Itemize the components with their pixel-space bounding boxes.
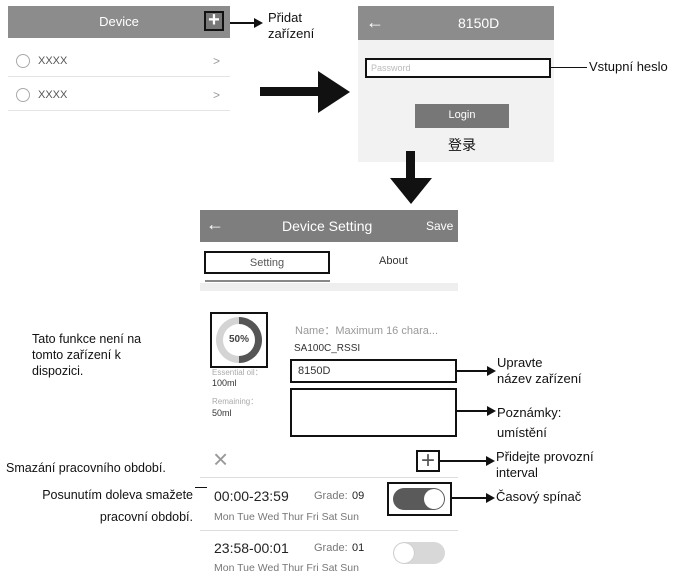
chevron-right-icon: >	[212, 54, 220, 68]
device-name-input[interactable]: 8150D	[290, 359, 457, 383]
arrow-head	[487, 366, 496, 376]
device-list-item[interactable]: XXXX >	[8, 48, 230, 77]
toggle-knob	[394, 543, 414, 563]
period-toggle-off[interactable]	[393, 542, 445, 564]
password-placeholder: Password	[371, 63, 411, 73]
period-toggle-on[interactable]	[393, 488, 445, 510]
oil-gauge-percent: 50%	[228, 334, 249, 345]
period-row[interactable]: 23:58-00:01 Grade: 01 Mon Tue Wed Thur F…	[200, 532, 458, 580]
device-list-item[interactable]: XXXX >	[8, 82, 230, 111]
remaining-label: Remaining：	[212, 397, 259, 406]
arrow-connector	[230, 22, 256, 24]
name-connector	[457, 370, 489, 372]
device-name-value: 8150D	[298, 365, 331, 377]
login-button-label: Login	[448, 109, 476, 121]
add-period-button[interactable]: +	[416, 447, 440, 474]
period-row[interactable]: 00:00-23:59 Grade: 09 Mon Tue Wed Thur F…	[200, 478, 458, 528]
settings-title: Device Setting	[282, 218, 373, 234]
device-icon	[16, 54, 30, 68]
chevron-right-icon: >	[212, 88, 220, 102]
device-list-title: Device	[99, 14, 139, 29]
remaining-value: 50ml	[212, 408, 232, 418]
period-time: 00:00-23:59	[214, 488, 289, 504]
oil-gauge-inner: 50%	[223, 324, 255, 356]
notes-input[interactable]	[290, 388, 457, 437]
device-list-header: Device +	[8, 6, 230, 38]
tab-about[interactable]: About	[379, 255, 408, 267]
toggle-connector	[452, 497, 488, 499]
period-grade: 09	[352, 490, 365, 502]
plus-icon: +	[420, 447, 435, 474]
settings-header: ← Device Setting Save	[200, 210, 458, 242]
tab-setting[interactable]: Setting	[204, 251, 330, 274]
back-arrow-icon[interactable]: ←	[366, 12, 384, 32]
period-time: 23:58-00:01	[214, 540, 289, 556]
toggle-knob	[424, 489, 444, 509]
arrow-head	[487, 406, 496, 416]
device-name: XXXX	[38, 89, 68, 101]
login-header: ← 8150D	[358, 6, 554, 40]
tab-divider	[200, 283, 458, 291]
period-grade-label: Grade:	[314, 490, 348, 502]
arrow-head	[254, 18, 263, 28]
arrow-head	[486, 493, 495, 503]
annotation-timer-switch: Časový spínač	[496, 489, 582, 504]
annotation-swipe-delete: Posunutím doleva smažete pracovní období…	[42, 488, 193, 524]
annotation-notes: Poznámky: umístění	[497, 405, 562, 440]
toggle-frame	[387, 482, 452, 516]
annotation-delete-period: Smazání pracovního období.	[6, 461, 166, 475]
back-arrow-icon[interactable]: ←	[206, 214, 224, 234]
tab-setting-underline	[205, 280, 330, 282]
password-input[interactable]: Password	[365, 58, 551, 78]
plus-icon: +	[208, 9, 220, 31]
notes-connector	[457, 410, 489, 412]
essential-oil-value: 100ml	[212, 378, 237, 388]
password-connector	[551, 67, 587, 68]
period-grade-label: Grade:	[314, 542, 348, 554]
login-device-title: 8150D	[458, 15, 500, 31]
annotation-add-device: Přidat zařízení	[268, 10, 315, 41]
save-button[interactable]: Save	[426, 219, 454, 233]
period-grade: 01	[352, 542, 365, 554]
device-ssid: SA100C_RSSI	[294, 343, 361, 354]
big-arrow-down-head	[390, 178, 432, 204]
big-arrow-right	[260, 87, 320, 96]
oil-gauge-box	[210, 312, 268, 368]
big-arrow-down	[406, 151, 415, 179]
login-chinese-label: 登录	[448, 137, 476, 153]
login-button[interactable]: Login	[415, 104, 509, 128]
delete-period-icon[interactable]: ×	[213, 444, 229, 474]
big-arrow-right-head	[318, 71, 350, 113]
period-divider	[200, 477, 458, 478]
oil-gauge: 50%	[216, 317, 262, 363]
period-days: Mon Tue Wed Thur Fri Sat Sun	[214, 511, 359, 523]
device-icon	[16, 88, 30, 102]
period-divider	[200, 530, 458, 531]
annotation-password: Vstupní heslo	[589, 59, 668, 74]
name-hint: Name：Maximum 16 chara...	[295, 325, 439, 337]
add-device-button[interactable]: +	[204, 9, 224, 31]
swipe-connector	[195, 487, 207, 488]
annotation-add-interval: Přidejte provozní interval	[496, 449, 594, 480]
essential-oil-label: Essential oil：	[212, 368, 263, 377]
annotation-edit-name: Upravte název zařízení	[497, 355, 582, 386]
add-period-connector	[440, 460, 488, 462]
annotation-feature-unavailable: Tato funkce není na tomto zařízení k dis…	[32, 332, 142, 378]
period-days: Mon Tue Wed Thur Fri Sat Sun	[214, 562, 359, 574]
device-name: XXXX	[38, 55, 68, 67]
tab-setting-label: Setting	[249, 257, 285, 269]
arrow-head	[486, 456, 495, 466]
